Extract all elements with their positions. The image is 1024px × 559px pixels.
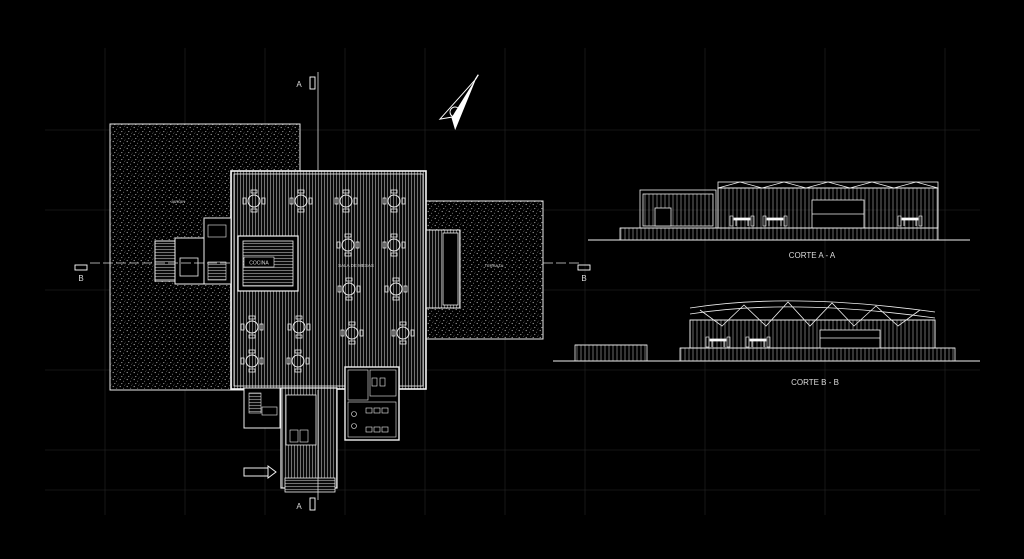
- section-a-bottom-label: A: [296, 502, 302, 511]
- section-a-elevation: [588, 181, 970, 241]
- section-a-title: CORTE A - A: [789, 251, 836, 260]
- north-arrow-icon: [438, 74, 479, 131]
- section-marker-b-left: B: [74, 264, 88, 283]
- right-area-label: TERRAZA: [485, 263, 504, 268]
- floor-plan: COCINA SALA DE MESAS JARDIN TERRAZA: [109, 123, 544, 493]
- hall-label: SALA DE MESAS: [338, 263, 374, 268]
- section-marker-a-bottom: A: [296, 497, 316, 511]
- section-a-top-label: A: [296, 80, 302, 89]
- section-b-right-label: B: [581, 274, 586, 283]
- section-marker-b-right: B: [577, 264, 591, 283]
- section-marker-a-top: A: [296, 76, 316, 90]
- section-b-left-label: B: [78, 274, 83, 283]
- section-b-elevation: [553, 300, 980, 362]
- section-cut-lines: [90, 72, 580, 500]
- kitchen-label: COCINA: [249, 261, 269, 267]
- section-b-title: CORTE B - B: [791, 378, 839, 387]
- left-area-label: JARDIN: [171, 199, 186, 204]
- entrance-arrow-icon: [243, 465, 277, 479]
